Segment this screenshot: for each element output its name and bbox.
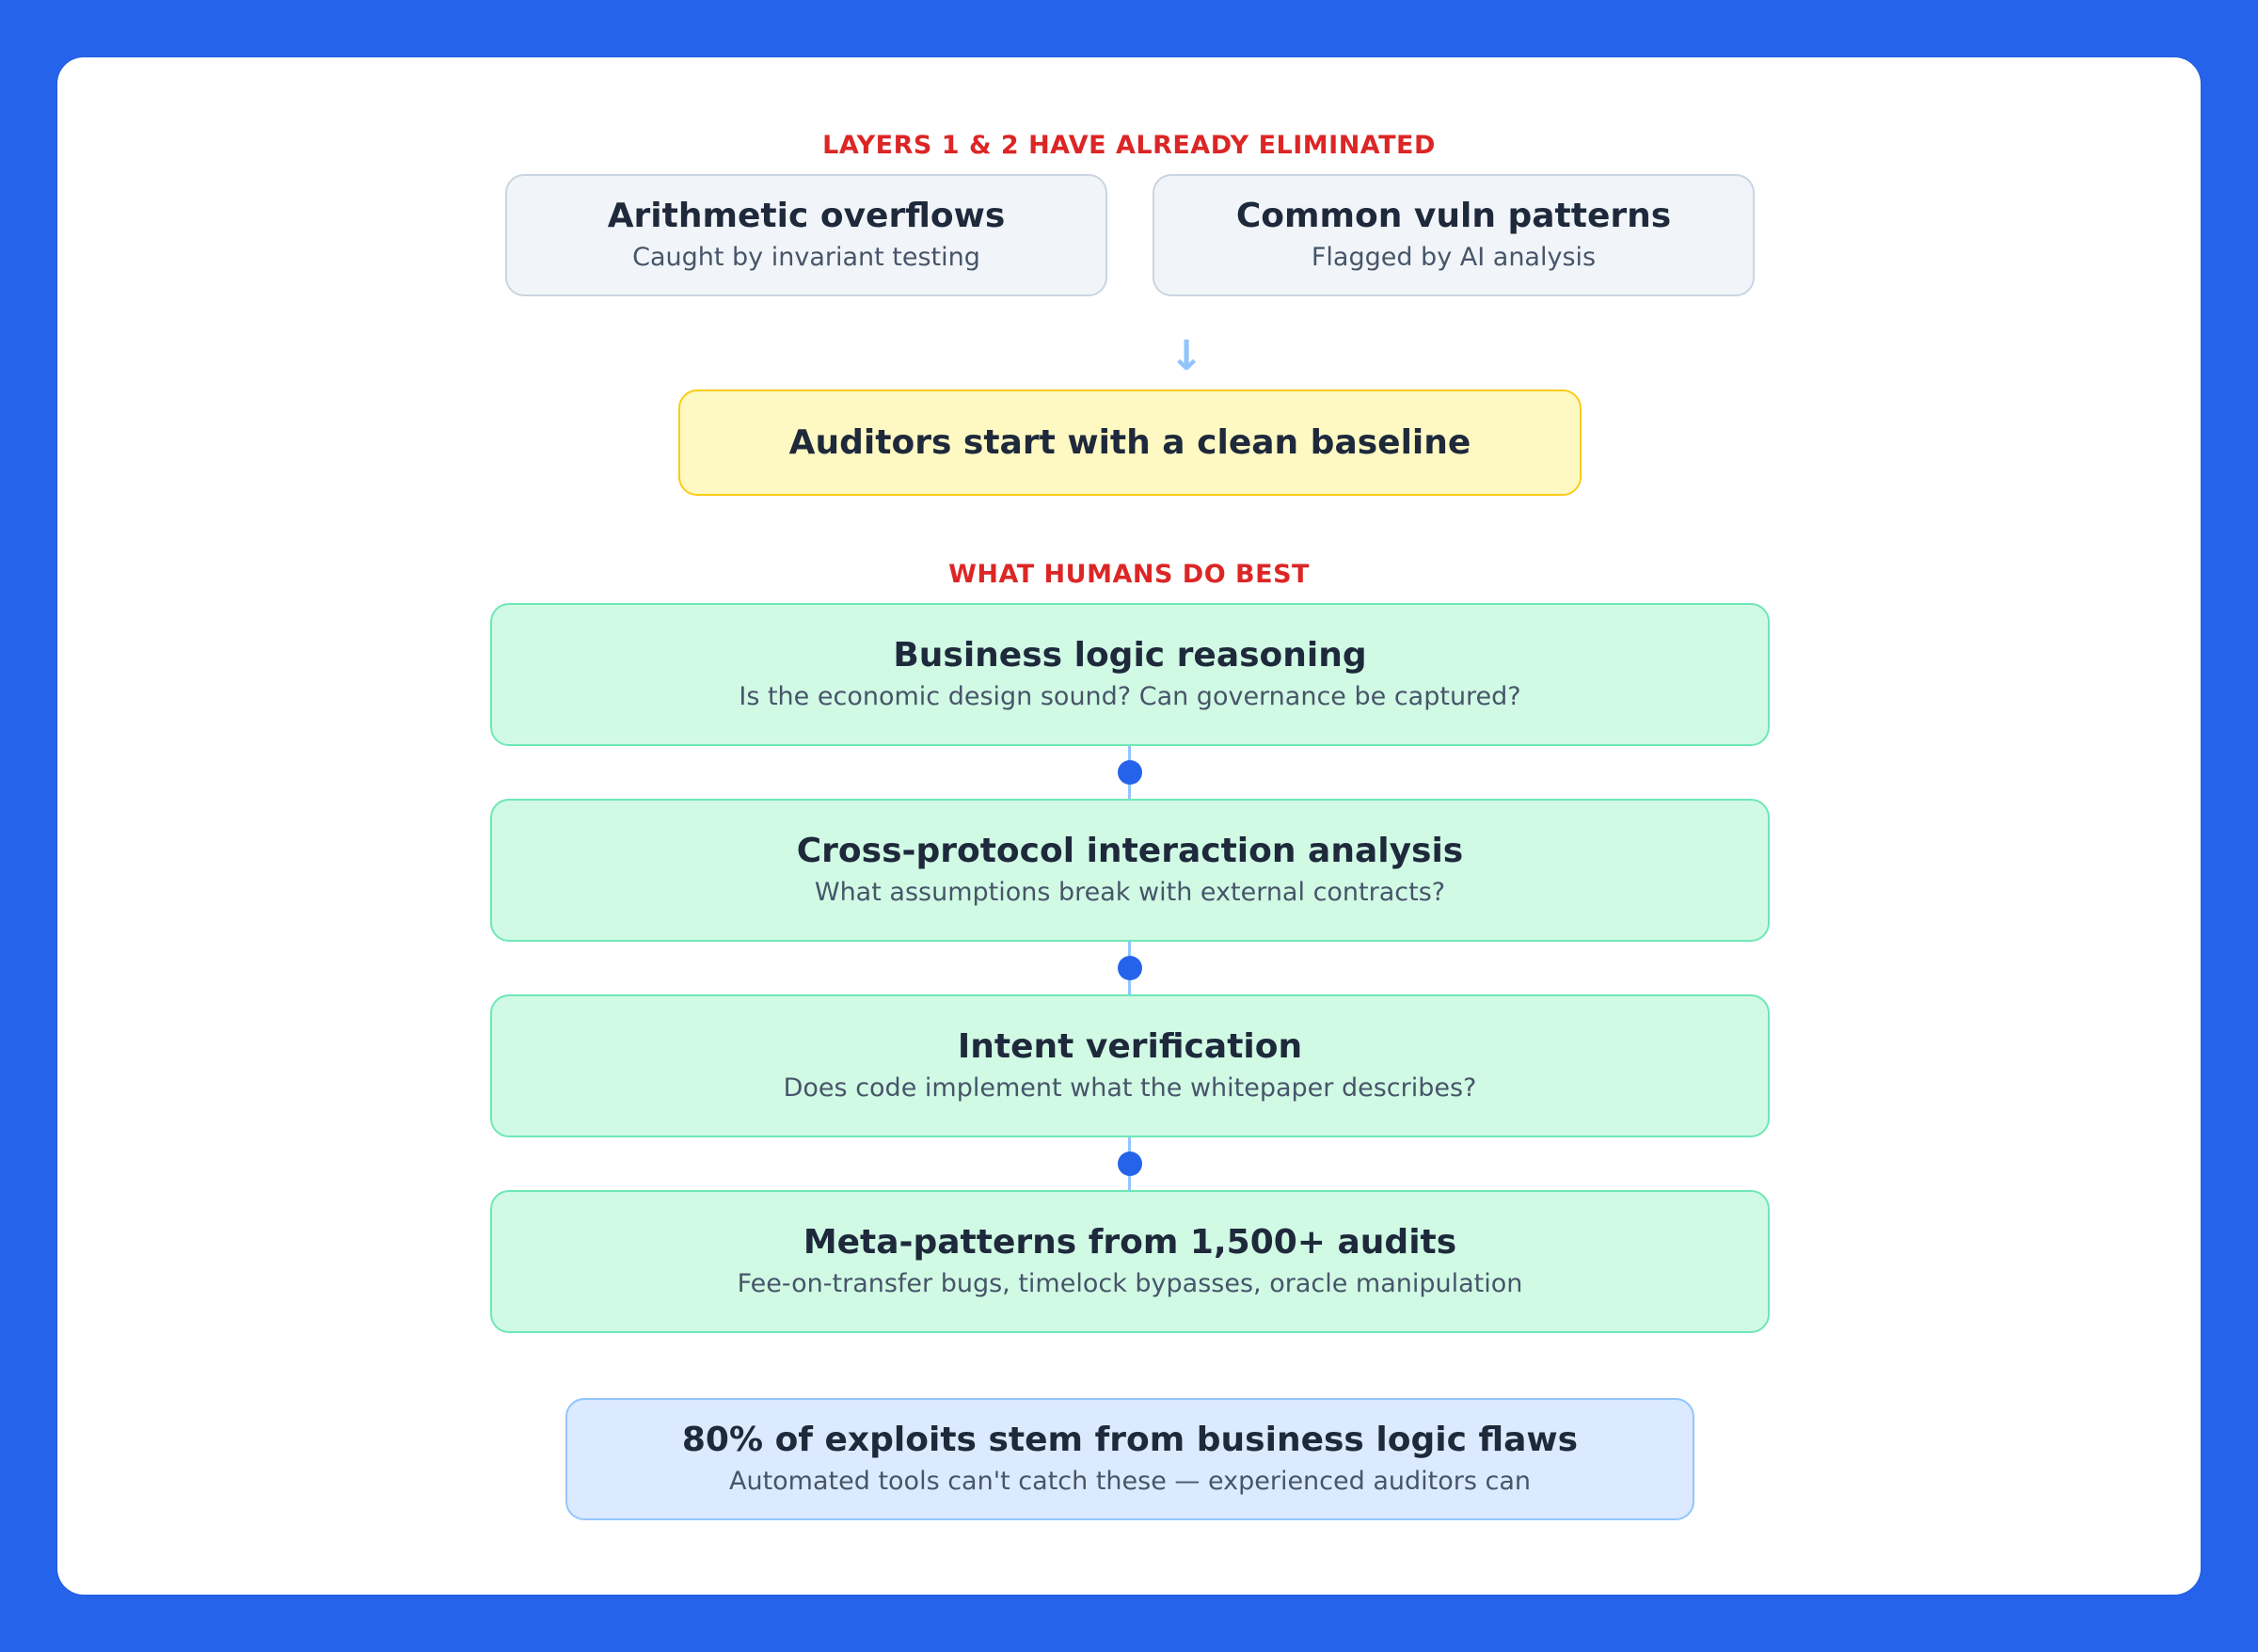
human-step-meta-patterns: Meta-patterns from 1,500+ audits Fee-on-… <box>490 1190 1770 1333</box>
step-title: Cross-protocol interaction analysis <box>796 832 1464 870</box>
connector-dot-icon <box>1118 760 1142 785</box>
step-sub: Does code implement what the whitepaper … <box>783 1073 1477 1103</box>
baseline-box: Auditors start with a clean baseline <box>678 389 1582 496</box>
conclusion-box: 80% of exploits stem from business logic… <box>565 1398 1694 1520</box>
human-step-intent-verification: Intent verification Does code implement … <box>490 994 1770 1137</box>
eliminated-title: Common vuln patterns <box>1235 197 1672 235</box>
step-sub: Fee-on-transfer bugs, timelock bypasses,… <box>737 1269 1523 1298</box>
conclusion-sub: Automated tools can't catch these — expe… <box>728 1467 1532 1496</box>
conclusion-title: 80% of exploits stem from business logic… <box>681 1421 1579 1459</box>
eliminated-section-label: LAYERS 1 & 2 HAVE ALREADY ELIMINATED <box>822 131 1436 160</box>
step-title: Meta-patterns from 1,500+ audits <box>803 1223 1457 1262</box>
eliminated-sub: Caught by invariant testing <box>632 243 980 272</box>
eliminated-box-vuln-patterns: Common vuln patterns Flagged by AI analy… <box>1153 174 1755 296</box>
baseline-title: Auditors start with a clean baseline <box>788 422 1471 462</box>
humans-section-label: WHAT HUMANS DO BEST <box>948 560 1310 589</box>
eliminated-box-arithmetic: Arithmetic overflows Caught by invariant… <box>505 174 1107 296</box>
human-step-cross-protocol: Cross-protocol interaction analysis What… <box>490 799 1770 942</box>
step-title: Intent verification <box>957 1027 1303 1066</box>
connector-dot-icon <box>1118 1152 1142 1176</box>
diagram-card: LAYERS 1 & 2 HAVE ALREADY ELIMINATED Ari… <box>57 57 2201 1595</box>
step-sub: Is the economic design sound? Can govern… <box>739 682 1521 711</box>
step-title: Business logic reasoning <box>893 636 1367 675</box>
eliminated-title: Arithmetic overflows <box>607 197 1006 235</box>
connector-dot-icon <box>1118 956 1142 980</box>
human-step-business-logic: Business logic reasoning Is the economic… <box>490 603 1770 746</box>
arrow-down-icon: ↓ <box>1169 332 1204 380</box>
step-sub: What assumptions break with external con… <box>814 878 1446 907</box>
eliminated-sub: Flagged by AI analysis <box>1311 243 1597 272</box>
